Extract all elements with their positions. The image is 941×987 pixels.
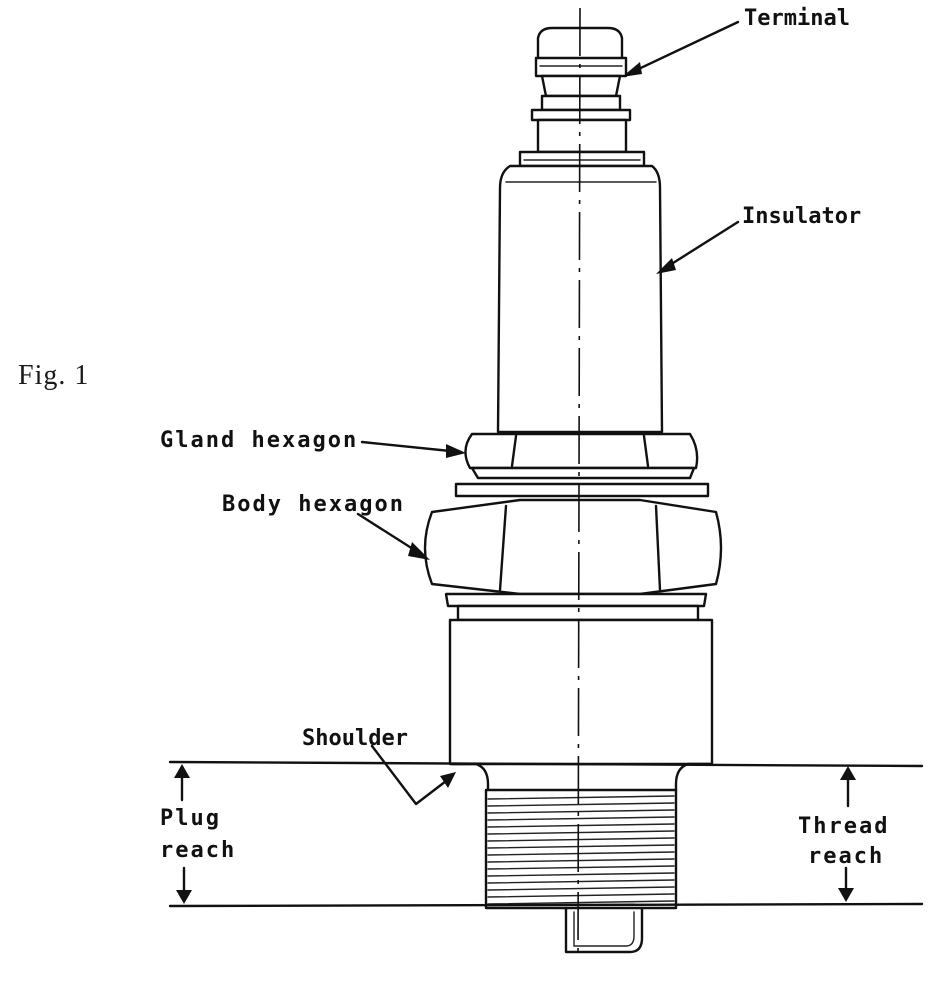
thread-line bbox=[487, 851, 675, 856]
thread-line bbox=[487, 844, 675, 849]
gland-hexagon-leader bbox=[360, 440, 466, 458]
plug-reach-label-line2: reach bbox=[160, 838, 237, 863]
thread-end-reference-line bbox=[168, 902, 924, 908]
plug-reach-dimension bbox=[174, 764, 192, 904]
figure-label: Fig. 1 bbox=[18, 360, 90, 391]
thread-line bbox=[487, 886, 675, 891]
terminal-cap bbox=[518, 26, 646, 168]
thread-line bbox=[487, 830, 675, 835]
gland-hexagon-label: Gland hexagon bbox=[160, 428, 359, 453]
terminal-label: Terminal bbox=[744, 6, 850, 31]
thread-reach-label-line1: Thread bbox=[798, 814, 890, 839]
thread-line bbox=[487, 893, 675, 898]
thread-line bbox=[487, 802, 675, 807]
thread-line bbox=[487, 872, 675, 877]
plug-reach-label-line1: Plug bbox=[160, 806, 221, 831]
thread-line bbox=[487, 823, 675, 828]
shoulder-label: Shoulder bbox=[302, 726, 408, 751]
centre-line bbox=[577, 7, 581, 961]
insulator-leader bbox=[656, 220, 740, 274]
terminal-leader bbox=[622, 20, 740, 77]
thread-section bbox=[484, 788, 678, 910]
thread-line bbox=[487, 858, 675, 863]
body-hexagon-leader bbox=[356, 512, 430, 560]
thread-line bbox=[487, 900, 675, 905]
electrode bbox=[564, 906, 644, 954]
body-hexagon bbox=[423, 498, 723, 622]
thread-line bbox=[487, 816, 675, 821]
shell bbox=[448, 618, 714, 792]
thread-reach-label-line2: reach bbox=[808, 844, 885, 869]
thread-line bbox=[487, 837, 675, 842]
thread-reach-dimension bbox=[838, 766, 856, 902]
shoulder-reference-line bbox=[168, 760, 924, 768]
thread-line bbox=[487, 865, 675, 870]
shoulder-leader bbox=[370, 744, 456, 806]
gland-hexagon bbox=[454, 432, 710, 498]
thread-line bbox=[487, 809, 675, 814]
thread-line bbox=[487, 879, 675, 884]
body-hexagon-label: Body hexagon bbox=[222, 492, 405, 517]
thread-line bbox=[487, 795, 675, 800]
insulator-label: Insulator bbox=[742, 204, 862, 229]
